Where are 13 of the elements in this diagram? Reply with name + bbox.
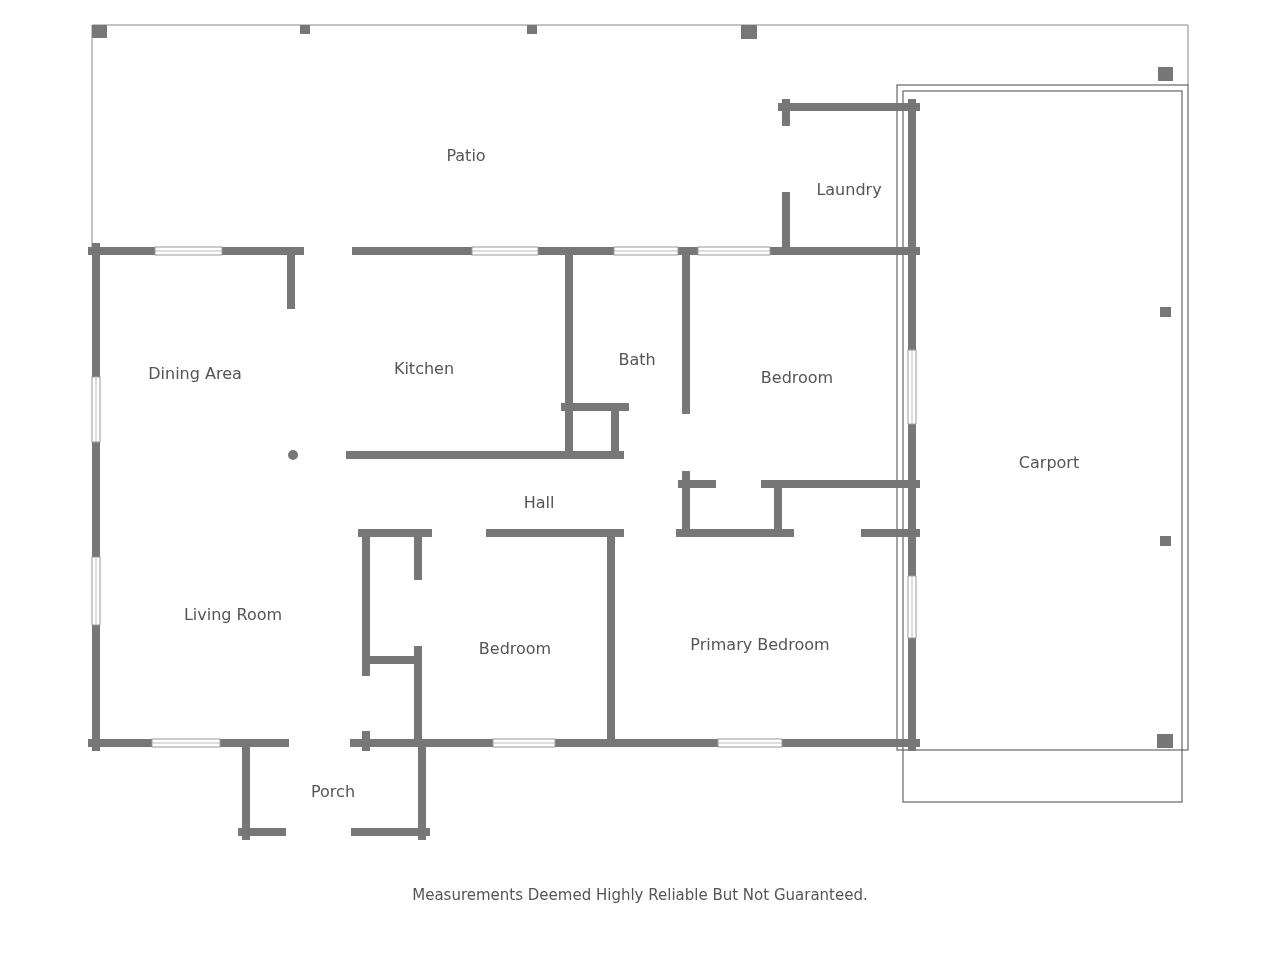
room-label: Bedroom (478, 638, 552, 658)
room-label: Carport (1018, 452, 1080, 472)
room-label: Porch (311, 781, 355, 801)
disclaimer-text: Measurements Deemed Highly Reliable But Not Guaranteed. (412, 886, 868, 904)
room-label: Bath (618, 349, 656, 369)
room-label: Primary Bedroom (690, 634, 830, 654)
room-label: Bedroom (760, 367, 834, 387)
room-label: Laundry (816, 179, 882, 199)
room-label: Living Room (183, 604, 283, 624)
room-label: Patio (446, 145, 486, 165)
room-label: Kitchen (393, 358, 455, 378)
room-label: Hall (523, 492, 555, 512)
room-label: Dining Area (148, 363, 242, 383)
